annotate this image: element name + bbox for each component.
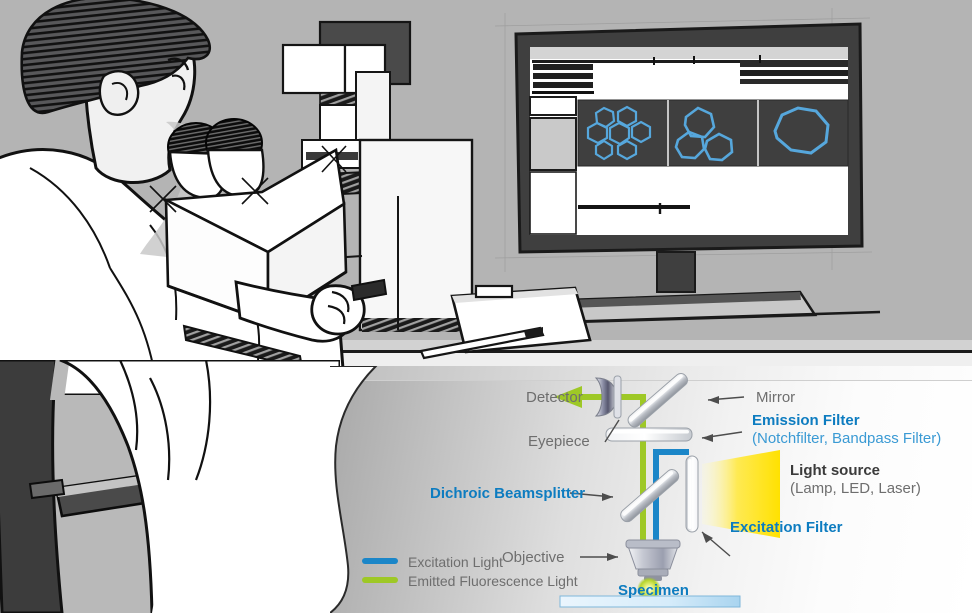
optical-path-diagram: Detector Mirror Eyepiece Emission Filter…: [330, 366, 972, 613]
legend-label-excitation: Excitation Light: [408, 554, 503, 570]
mirror: [627, 372, 688, 428]
laboratory-illustration: [0, 0, 972, 395]
emission-filter-arrowhead: [702, 434, 713, 442]
cell-panel-2: [674, 106, 734, 162]
software-left-panel[interactable]: [529, 96, 577, 235]
diagram-top-strip: [330, 366, 972, 381]
chair-back-edge-highlight: [50, 360, 70, 400]
microscope-base-foot: [362, 318, 470, 332]
label-detector: Detector: [526, 389, 583, 406]
objective: [625, 539, 681, 581]
light-source-cone: [702, 450, 780, 538]
chair-lower: [0, 360, 340, 613]
fingers: [327, 290, 350, 325]
cell-panel-1: [586, 105, 652, 161]
legend-swatch-emission: [362, 577, 398, 583]
emission-filter: [605, 427, 693, 442]
label-specimen: Specimen: [618, 582, 689, 599]
microscope-column: [355, 71, 391, 145]
leader-arrowheads: [602, 396, 719, 561]
excitation-filter: [685, 455, 699, 533]
light-path-graphics: [362, 372, 780, 608]
focus-knob: [350, 278, 388, 302]
diagram-coat-cutout: [330, 366, 378, 613]
label-dichroic-beamsplitter: Dichroic Beamsplitter: [430, 485, 586, 502]
label-excitation-filter: Excitation Filter: [730, 519, 843, 536]
legend-swatch-excitation: [362, 558, 398, 564]
clipboard: [419, 284, 592, 360]
label-emission-filter: Emission Filter: [752, 412, 860, 429]
microscope-cube-slot: [319, 92, 357, 106]
label-objective: Objective: [502, 549, 565, 566]
label-light-source-sub: (Lamp, LED, Laser): [790, 480, 921, 497]
bench-back-line: [559, 310, 881, 324]
coat-silhouette: [330, 366, 378, 613]
image-viewport[interactable]: [577, 99, 849, 167]
microscope-turret-upper: [319, 104, 357, 142]
pen-tip: [524, 327, 543, 338]
emission-beam-arrow: [554, 386, 582, 408]
software-bottom-bar: [578, 203, 690, 214]
dichroic-beamsplitter: [620, 469, 680, 523]
label-mirror: Mirror: [756, 389, 796, 406]
lab-coat-lower-fill: [152, 510, 340, 613]
brow: [167, 57, 190, 71]
legend-label-emission: Emitted Fluorescence Light: [408, 573, 578, 589]
bench-edge-line: [0, 350, 972, 353]
software-toolbar: [530, 47, 848, 94]
legend-swatches: [362, 558, 398, 583]
arm-and-hand: [234, 278, 388, 343]
specimen-slide: [559, 595, 741, 608]
sketch-x-marks: [149, 145, 347, 213]
mirror-arrowhead: [708, 396, 719, 404]
eye: [171, 74, 186, 91]
lab-coat-lower-folds: [119, 360, 212, 481]
chair-armrest-post: [28, 478, 66, 500]
cell-panel-3: [773, 106, 830, 155]
ear: [98, 70, 140, 116]
beamsplitter-arrowhead: [602, 493, 613, 501]
scene-linework: [0, 0, 881, 395]
monitor-stand-neck: [656, 251, 696, 293]
hair: [20, 0, 211, 115]
objective-arrowhead: [607, 553, 618, 561]
clipboard-clip: [474, 284, 514, 299]
label-eyepiece: Eyepiece: [528, 433, 590, 450]
monitor: [494, 8, 881, 324]
microscope-filter-cube-a: [281, 43, 347, 95]
monitor-base-shade: [566, 292, 801, 308]
label-emission-filter-sub: (Notchfilter, Bandpass Filter): [752, 430, 942, 447]
excitation-filter-arrowhead: [702, 532, 713, 543]
label-light-source: Light source: [790, 462, 881, 479]
eyepiece-lens: [594, 375, 622, 419]
fluorescence-spot: [637, 577, 661, 601]
scientist: [0, 0, 388, 395]
